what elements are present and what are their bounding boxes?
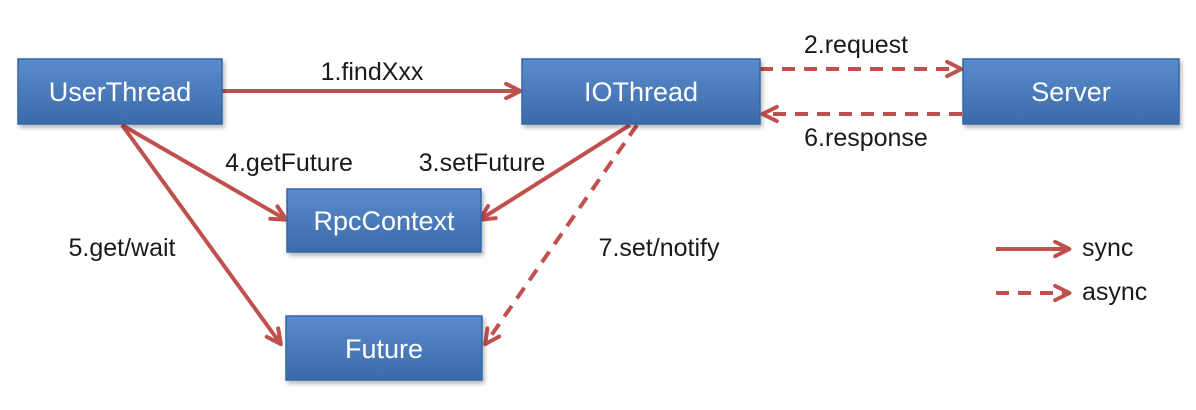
node-io-thread-label: IOThread <box>584 77 698 107</box>
legend: sync async <box>996 234 1147 306</box>
edges <box>120 59 964 347</box>
edge-get-future-arrow <box>121 123 289 222</box>
edge-set-future-label: 3.setFuture <box>419 149 545 177</box>
edge-set-notify-label: 7.set/notify <box>599 234 720 262</box>
node-io-thread: IOThread <box>521 58 761 125</box>
edge-get-future-label: 4.getFuture <box>225 149 353 177</box>
legend-async-label: async <box>1082 278 1147 306</box>
edge-request-label: 2.request <box>804 31 908 59</box>
node-rpc-context-label: RpcContext <box>313 206 455 236</box>
edge-set-future-arrow <box>477 123 632 222</box>
node-future-label: Future <box>345 334 423 364</box>
node-server: Server <box>962 58 1180 125</box>
edge-find-label: 1.findXxx <box>321 58 424 86</box>
edge-get-wait-label: 5.get/wait <box>68 234 175 262</box>
edge-get-wait-arrow <box>120 123 283 347</box>
edge-set-notify-arrow <box>483 123 639 347</box>
legend-sync-label: sync <box>1082 234 1133 262</box>
node-user-thread: UserThread <box>17 58 223 125</box>
node-server-label: Server <box>1031 77 1111 107</box>
node-rpc-context: RpcContext <box>286 188 482 253</box>
edge-response-label: 6.response <box>804 124 928 152</box>
node-user-thread-label: UserThread <box>49 77 192 107</box>
node-future: Future <box>285 315 483 381</box>
